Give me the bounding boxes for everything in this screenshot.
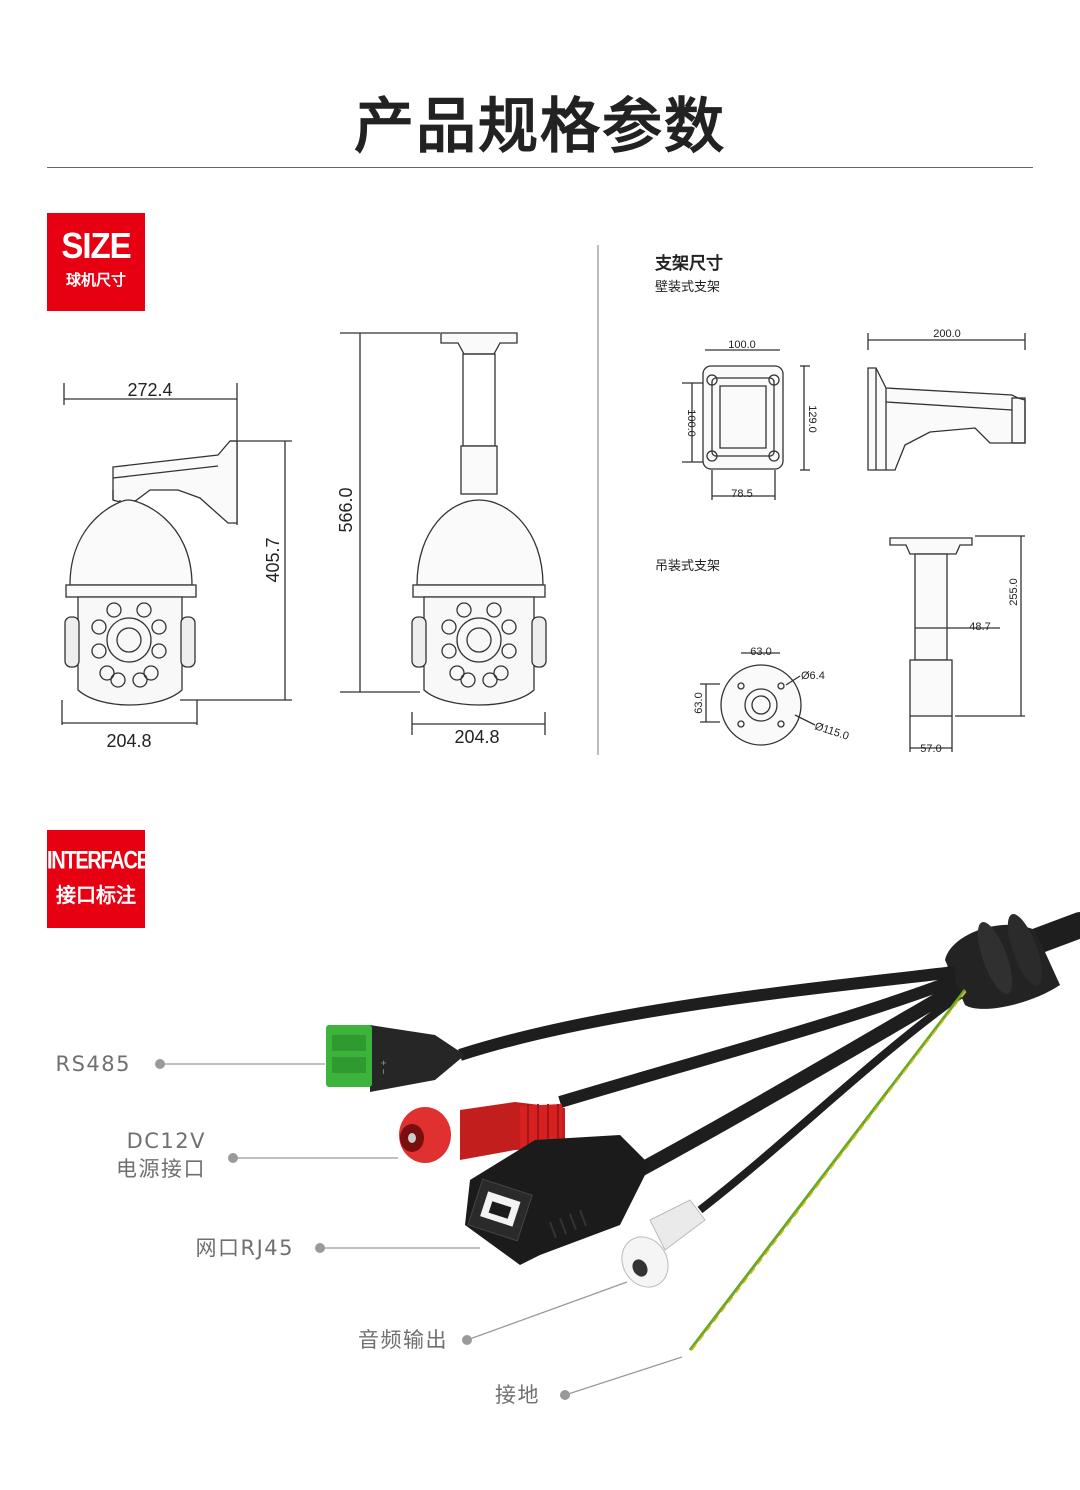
size-diagrams: 272.4 405.7 204.8 566.0 204.8 支架尺寸 壁装式支架…: [61, 245, 1026, 755]
wall-camera-drawing: [61, 383, 292, 725]
pendant-bottom-width: 57.0: [920, 743, 941, 755]
pendant-mid-width: 48.7: [969, 621, 990, 633]
wall-height-label: 405.7: [263, 537, 283, 582]
size-badge: SIZE 球机尺寸: [47, 213, 145, 311]
wall-right-height: 129.0: [806, 405, 818, 433]
pendant-bracket-side: [889, 535, 1025, 752]
audio-out-label: 音频输出: [358, 1328, 448, 1352]
wall-side-length: 200.0: [933, 328, 961, 340]
ground-label: 接地: [495, 1383, 540, 1407]
pendant-diameter-label: Ø115.0: [813, 720, 850, 742]
wall-mount-label: 壁装式支架: [655, 279, 720, 294]
page-title: 产品规格参数: [354, 92, 726, 162]
pendant-height-label: 566.0: [336, 487, 356, 532]
rj45-label: 网口RJ45: [195, 1236, 294, 1260]
size-badge-cn: 球机尺寸: [65, 271, 126, 289]
pendant-side-height: 255.0: [1008, 578, 1020, 606]
dc12v-label: DC12V 电源接口: [116, 1129, 206, 1181]
size-badge-en: SIZE: [61, 225, 131, 266]
pendant-base-label: 204.8: [454, 727, 499, 747]
title-divider: [47, 167, 1033, 168]
wall-bottom-width: 78.5: [731, 488, 752, 500]
bracket-heading: 支架尺寸: [655, 253, 723, 273]
interface-badge-cn: 接口标注: [56, 883, 136, 907]
wall-top-width: 100.0: [728, 339, 756, 351]
pendant-top-width: 63.0: [750, 646, 771, 658]
cable-illustration: + −: [155, 912, 1080, 1400]
rs485-label: RS485: [55, 1052, 131, 1076]
pendant-left-height: 63.0: [693, 692, 705, 713]
wall-bracket-side: [867, 333, 1026, 471]
wall-left-height: 100.0: [685, 409, 697, 437]
audio-connector: [621, 1199, 706, 1288]
interface-badge-en: INTERFACE: [47, 847, 150, 875]
wall-base-label: 204.8: [106, 731, 151, 751]
wall-bracket-front: [682, 349, 810, 500]
rs485-connector: + −: [326, 1025, 465, 1092]
svg-text:+ −: + −: [377, 1060, 388, 1075]
pendant-hole-label: Ø6.4: [801, 670, 825, 682]
pendant-camera-drawing: [340, 332, 547, 735]
cable-sleeve: [945, 914, 1060, 1009]
wall-width-label: 272.4: [127, 380, 172, 400]
leader-lines: [155, 1059, 683, 1400]
pendant-bracket-top: [700, 652, 816, 746]
rj45-connector: [465, 1135, 650, 1265]
interface-badge: INTERFACE 接口标注: [47, 830, 150, 928]
pendant-mount-label: 吊装式支架: [655, 558, 720, 573]
